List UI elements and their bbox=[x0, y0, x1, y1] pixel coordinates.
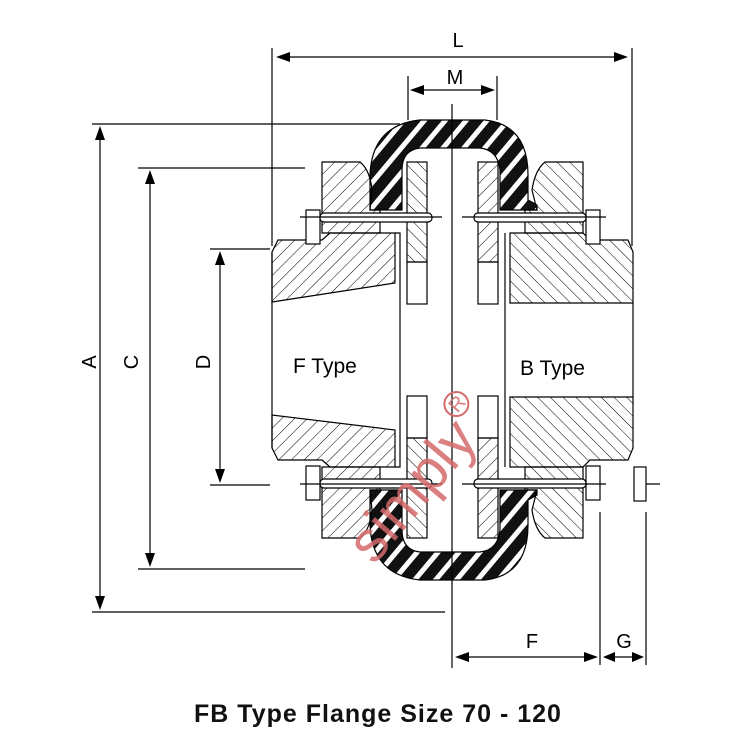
right-hub-lower bbox=[509, 396, 634, 468]
left-hub-lower bbox=[271, 414, 396, 468]
dim-D: D bbox=[193, 355, 215, 369]
right-ring-upper bbox=[477, 161, 499, 263]
dim-M: M bbox=[447, 67, 464, 89]
right-flange-lower bbox=[524, 466, 584, 539]
registered-icon bbox=[443, 391, 470, 418]
dim-L: L bbox=[452, 30, 463, 52]
dim-A: A bbox=[79, 355, 101, 369]
f-type-label: F Type bbox=[293, 355, 357, 378]
dim-G: G bbox=[616, 631, 632, 653]
b-type-label: B Type bbox=[520, 357, 585, 380]
tire-upper bbox=[369, 119, 538, 211]
left-hub-upper bbox=[271, 232, 396, 303]
coupling-body bbox=[271, 104, 660, 668]
dimension-lines bbox=[92, 48, 647, 665]
dim-F: F bbox=[526, 631, 538, 653]
dim-C: C bbox=[121, 355, 143, 369]
tire-lower bbox=[369, 489, 538, 581]
left-ring-upper bbox=[406, 161, 428, 263]
dimension-labels: L M A C D F G bbox=[79, 30, 632, 653]
diagram-title: FB Type Flange Size 70 - 120 bbox=[194, 700, 562, 728]
bolts bbox=[300, 209, 660, 502]
right-hub-upper bbox=[509, 232, 634, 304]
